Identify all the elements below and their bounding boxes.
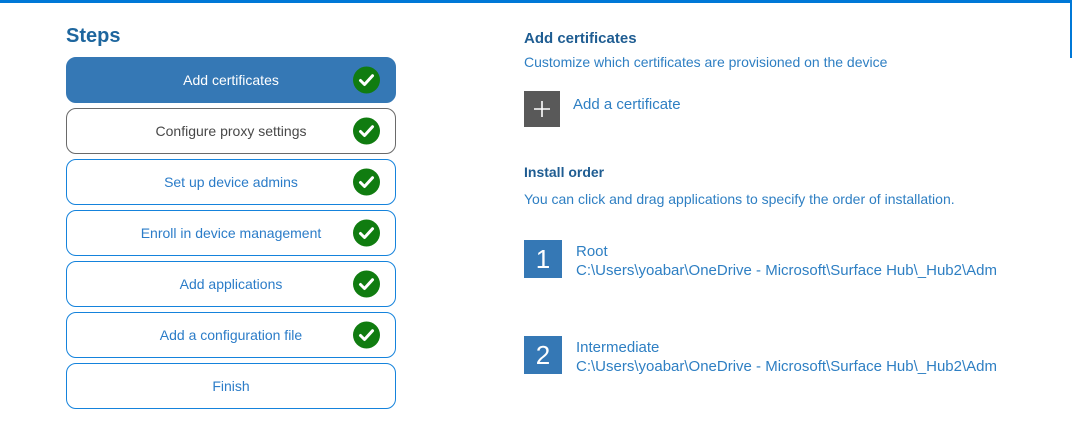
step-label: Finish (212, 378, 250, 394)
page-title: Add certificates (524, 30, 637, 47)
plus-icon (524, 91, 560, 127)
window-top-accent-bar (0, 0, 1072, 3)
certificate-name: Root (576, 243, 608, 260)
add-certificate-button[interactable]: Add a certificate (524, 91, 1054, 127)
step-label: Add applications (179, 276, 283, 292)
install-item-text: Root C:\Users\yoabar\OneDrive - Microsof… (576, 240, 997, 280)
step-enroll-in-device-management[interactable]: Enroll in device management (66, 210, 396, 256)
step-finish[interactable]: Finish (66, 363, 396, 409)
certificate-name: Intermediate (576, 339, 660, 356)
install-order-subtitle: You can click and drag applications to s… (524, 191, 955, 207)
step-set-up-device-admins[interactable]: Set up device admins (66, 159, 396, 205)
order-number-badge: 1 (524, 240, 562, 278)
step-add-certificates[interactable]: Add certificates (66, 57, 396, 103)
install-order-item-root[interactable]: 1 Root C:\Users\yoabar\OneDrive - Micros… (524, 240, 1054, 280)
window-right-accent-edge (1070, 0, 1072, 58)
check-circle-icon (353, 66, 380, 94)
certificate-path: C:\Users\yoabar\OneDrive - Microsoft\Sur… (576, 262, 997, 279)
page-subtitle: Customize which certificates are provisi… (524, 54, 888, 70)
check-circle-icon (353, 117, 380, 145)
step-configure-proxy-settings[interactable]: Configure proxy settings (66, 108, 396, 154)
check-circle-icon (353, 219, 380, 247)
step-label: Enroll in device management (140, 225, 322, 241)
step-label: Configure proxy settings (155, 123, 307, 139)
install-order-item-intermediate[interactable]: 2 Intermediate C:\Users\yoabar\OneDrive … (524, 336, 1054, 376)
step-label: Set up device admins (164, 174, 298, 190)
steps-panel-title: Steps (66, 25, 121, 47)
step-label: Add a configuration file (159, 327, 303, 343)
add-certificate-label: Add a certificate (573, 96, 681, 113)
install-item-text: Intermediate C:\Users\yoabar\OneDrive - … (576, 336, 997, 376)
steps-panel: Steps Add certificates Configure proxy s… (66, 25, 396, 414)
install-order-title: Install order (524, 164, 605, 180)
check-circle-icon (353, 270, 380, 298)
order-number-badge: 2 (524, 336, 562, 374)
step-add-a-configuration-file[interactable]: Add a configuration file (66, 312, 396, 358)
step-add-applications[interactable]: Add applications (66, 261, 396, 307)
check-circle-icon (353, 321, 380, 349)
content-panel: Add certificates Customize which certifi… (524, 30, 1054, 432)
check-circle-icon (353, 168, 380, 196)
step-label: Add certificates (183, 72, 279, 88)
certificate-path: C:\Users\yoabar\OneDrive - Microsoft\Sur… (576, 358, 997, 375)
